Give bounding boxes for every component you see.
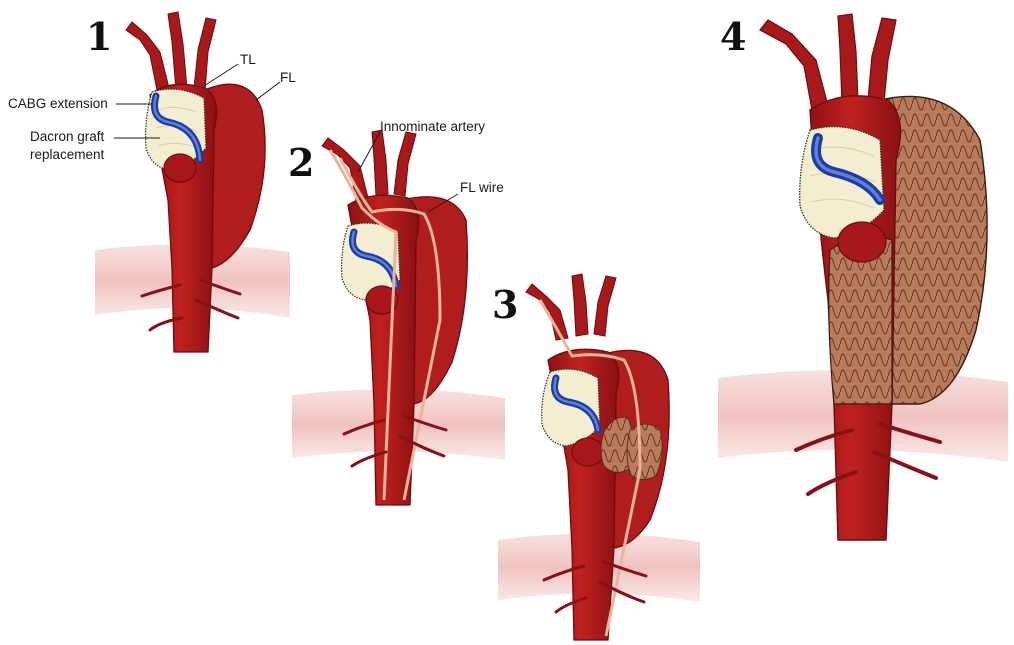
- aortic-root-3: [572, 438, 604, 466]
- panel-4: [718, 14, 1008, 540]
- cabg-extension-label: CABG extension: [8, 96, 108, 111]
- dacron-graft-label-line2: replacement: [30, 147, 105, 162]
- aortic-root-4: [838, 222, 886, 262]
- occluder-device-2: [627, 424, 662, 480]
- tl-label: TL: [240, 52, 256, 67]
- fl-leader: [256, 82, 280, 100]
- dacron-graft-label-line1: Dacron graft: [30, 129, 105, 144]
- panel-number-3: 3: [492, 282, 518, 327]
- panel-3: [498, 274, 700, 640]
- arch-branches-1: [126, 12, 216, 95]
- panel-number-1: 1: [86, 14, 112, 59]
- arch-branches-2: [322, 130, 416, 200]
- arch-branches-3: [526, 274, 616, 340]
- tl-leader: [204, 64, 238, 86]
- panel-1: [95, 12, 290, 352]
- panel-number-4: 4: [720, 14, 746, 59]
- fl-label: FL: [280, 70, 296, 85]
- arch-branches-4: [760, 14, 896, 110]
- panel-number-2: 2: [288, 140, 314, 185]
- aortic-root-1: [164, 154, 196, 182]
- innominate-artery-label: Innominate artery: [380, 119, 485, 134]
- fl-wire-label: FL wire: [460, 180, 504, 195]
